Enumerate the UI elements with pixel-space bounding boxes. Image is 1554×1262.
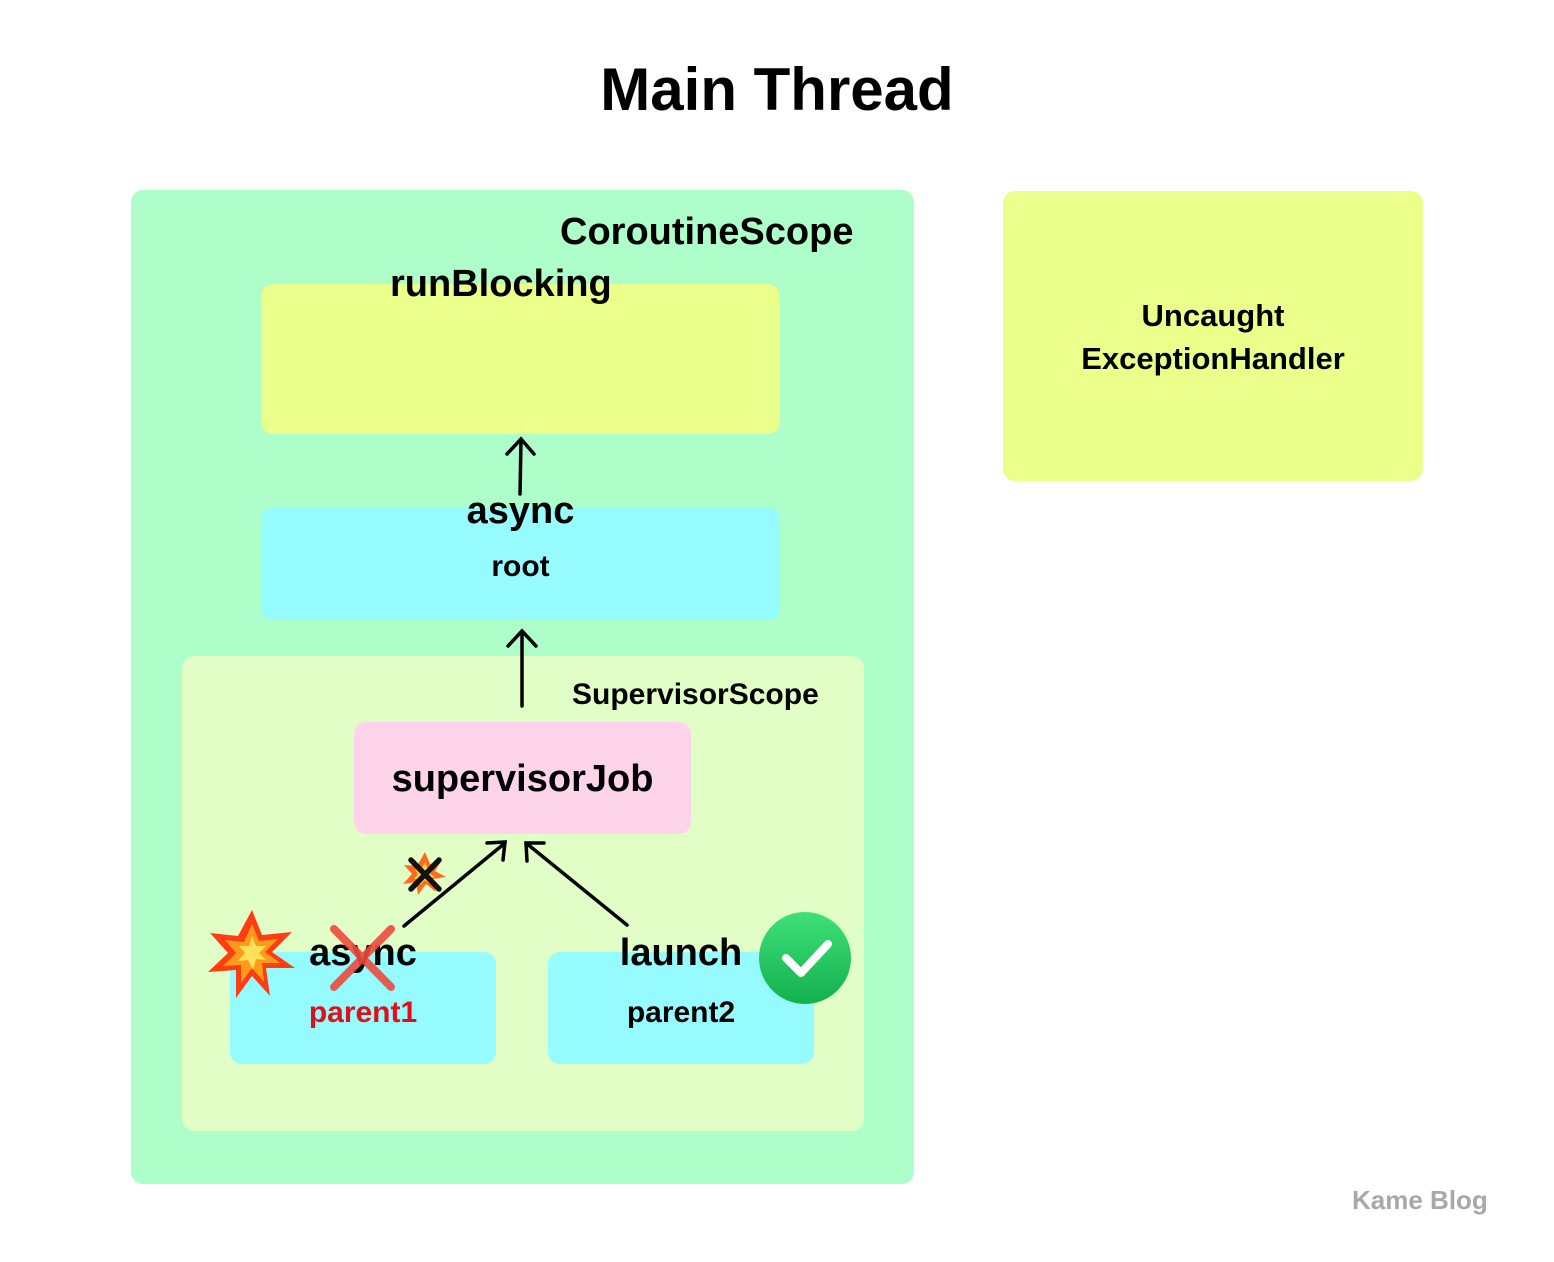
supervisor-scope-label: SupervisorScope <box>572 678 819 711</box>
red-x-icon <box>330 925 395 991</box>
coroutine-scope-label: CoroutineScope <box>560 211 854 253</box>
cross-mark-icon <box>408 857 442 892</box>
check-circle-icon <box>759 912 851 1004</box>
arrow-root-to-runblocking <box>505 436 536 496</box>
arrow-parent2-to-supervisor <box>524 841 629 927</box>
run-blocking-box <box>261 284 780 434</box>
parent2-subtitle: parent2 <box>626 996 736 1029</box>
async-root-subtitle: root <box>491 550 550 583</box>
parent1-box <box>230 952 496 1064</box>
supervisor-job-box <box>354 722 691 834</box>
arrow-supervisor-to-root <box>506 628 538 708</box>
run-blocking-label: runBlocking <box>390 263 612 305</box>
arrow-parent1-to-supervisor <box>402 840 507 928</box>
page-title: Main Thread <box>600 56 954 123</box>
exception-handler-line2: ExceptionHandler <box>1081 341 1345 376</box>
parent2-title: launch <box>619 932 743 974</box>
exception-handler-label: Uncaught ExceptionHandler <box>1003 294 1423 380</box>
watermark: Kame Blog <box>1352 1185 1488 1215</box>
async-root-box <box>261 508 780 620</box>
supervisor-job-label: supervisorJob <box>391 758 654 800</box>
collision-icon <box>208 910 295 998</box>
exception-handler-line1: Uncaught <box>1141 298 1285 333</box>
parent1-subtitle: parent1 <box>308 996 418 1029</box>
exception-handler-box <box>1003 191 1423 481</box>
async-root-title: async <box>466 490 575 532</box>
